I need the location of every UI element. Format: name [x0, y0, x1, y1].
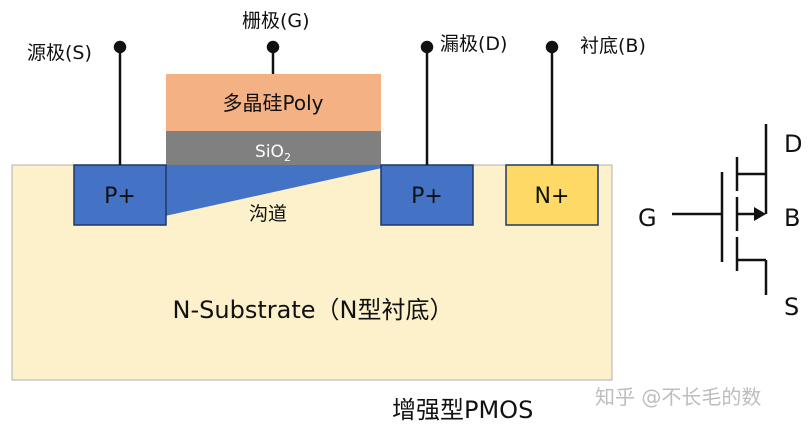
poly-label: 多晶硅Poly	[223, 91, 324, 115]
channel-label: 沟道	[249, 203, 287, 225]
symbol-label-g: G	[638, 204, 657, 232]
watermark: 知乎 @不长毛的数	[595, 385, 761, 409]
body-terminal-dot	[545, 40, 559, 54]
symbol-label-b: B	[784, 204, 800, 232]
source-terminal-dot	[113, 40, 127, 54]
oxide-layer	[166, 131, 381, 165]
drain-terminal-label: 漏极(D)	[440, 33, 507, 55]
gate-terminal-label: 栅极(G)	[242, 10, 310, 32]
pmos-symbol	[672, 124, 768, 295]
poly-gate	[166, 74, 381, 131]
caption: 增强型PMOS	[392, 396, 533, 424]
drain-terminal-dot	[420, 40, 434, 54]
symbol-arrow	[754, 207, 766, 221]
substrate-label: N-Substrate（N型衬底）	[173, 296, 454, 324]
oxide-label: SiO2	[255, 142, 291, 164]
body-terminal-label: 衬底(B)	[580, 35, 646, 57]
drain-p-label: P+	[411, 184, 443, 209]
source-p-label: P+	[104, 184, 136, 209]
channel-wedge	[165, 165, 382, 216]
gate-terminal-dot	[266, 40, 280, 54]
source-terminal-label: 源极(S)	[27, 42, 92, 64]
symbol-label-d: D	[784, 130, 802, 158]
symbol-label-s: S	[784, 293, 799, 321]
body-n-label: N+	[535, 184, 570, 209]
